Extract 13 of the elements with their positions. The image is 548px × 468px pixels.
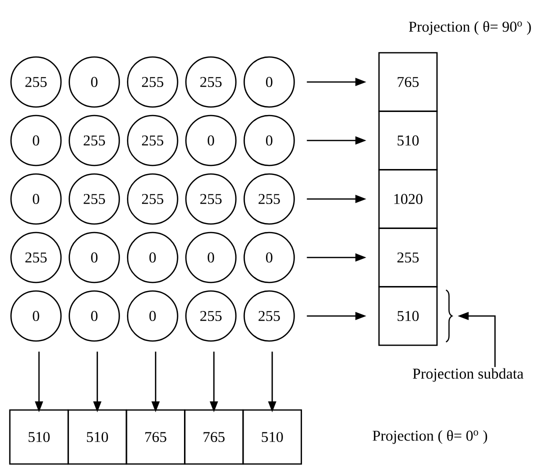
projection-cell: 1020	[378, 169, 438, 229]
projection-cell: 765	[378, 52, 438, 112]
axis-label: Projection ( θ= 90$^{o}$ )	[408, 21, 531, 35]
projection-cell: 510	[378, 286, 438, 346]
axis-label: Projection ( θ= 0$^{o}$ )	[372, 430, 488, 444]
projection-cell: 765	[126, 409, 186, 465]
projection-cell: 510	[242, 409, 302, 465]
projection-cell: 255	[378, 228, 438, 288]
projection-cell: 510	[378, 110, 438, 170]
projection-cell: 510	[68, 409, 128, 465]
projection-cell: 765	[184, 409, 244, 465]
annotation-text: Projection subdata	[412, 368, 524, 382]
projection-cell: 510	[9, 409, 69, 465]
